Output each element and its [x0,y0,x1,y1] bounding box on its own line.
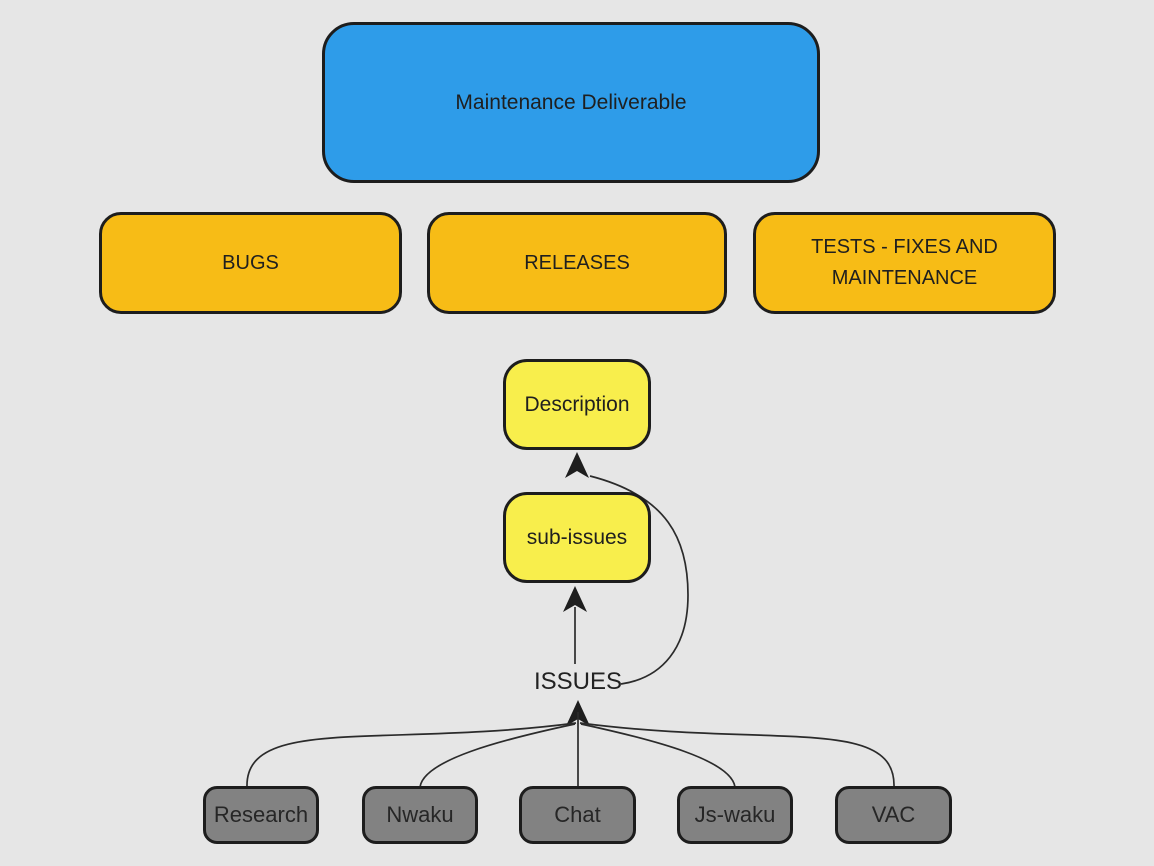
node-maintenance-deliverable-label: Maintenance Deliverable [455,90,687,114]
node-description[interactable]: Description [503,359,651,450]
node-js-waku-label: Js-waku [694,802,776,827]
edge-vac-to-issues [579,722,895,788]
edge-nwaku-to-issues [419,723,576,788]
node-tests-fixes-maintenance[interactable]: TESTS - FIXES AND MAINTENANCE [753,212,1056,314]
edge-research-to-issues [246,722,577,788]
node-vac[interactable]: VAC [835,786,952,844]
node-nwaku-label: Nwaku [386,802,454,827]
node-chat[interactable]: Chat [519,786,636,844]
node-sub-issues[interactable]: sub-issues [503,492,651,583]
arrowhead-description [565,452,589,478]
node-description-label: Description [524,392,630,416]
node-vac-label: VAC [871,802,916,827]
node-bugs[interactable]: BUGS [99,212,402,314]
edge-jswaku-to-issues [580,723,736,788]
node-js-waku[interactable]: Js-waku [677,786,793,844]
node-research-label: Research [213,802,309,827]
node-sub-issues-label: sub-issues [526,525,628,549]
node-chat-label: Chat [554,802,601,827]
node-releases[interactable]: RELEASES [427,212,727,314]
node-nwaku[interactable]: Nwaku [362,786,478,844]
issues-text-label[interactable]: ISSUES [478,668,678,696]
arrowhead-subissues [563,586,587,612]
node-maintenance-deliverable[interactable]: Maintenance Deliverable [322,22,820,183]
node-bugs-label: BUGS [222,251,279,274]
issues-text: ISSUES [533,668,623,695]
arrowhead-issues [566,700,590,726]
node-tests-fixes-maintenance-label: TESTS - FIXES AND MAINTENANCE [811,236,998,289]
node-research[interactable]: Research [203,786,319,844]
node-releases-label: RELEASES [524,251,630,274]
